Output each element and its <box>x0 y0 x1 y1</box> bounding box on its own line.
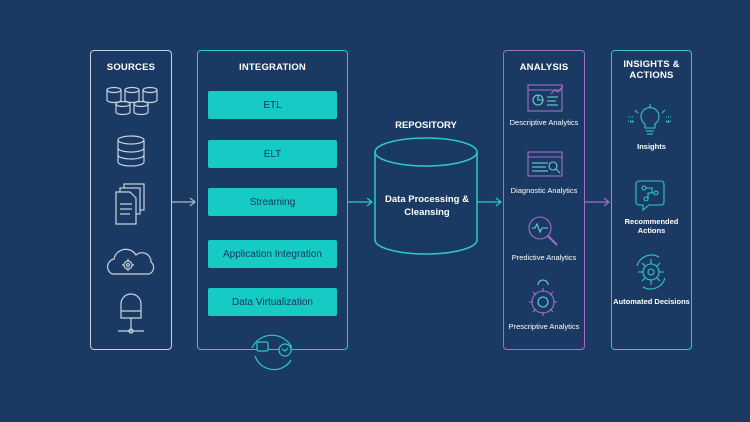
insights-panel: INSIGHTS & ACTIONS Insights Recommended … <box>611 50 692 350</box>
integration-panel: INTEGRATION ETL ELT Streaming Applicatio… <box>197 50 348 350</box>
arrow-analysis-to-insights <box>585 197 610 207</box>
arrow-integration-to-repository <box>348 197 373 207</box>
analysis-label-prescriptive: Prescriptive Analytics <box>508 322 580 331</box>
integration-item-etl[interactable]: ETL <box>208 91 337 119</box>
integration-cycle-icon <box>251 334 293 371</box>
database-cluster-icon <box>106 86 158 116</box>
integration-item-streaming[interactable]: Streaming <box>208 188 337 216</box>
analysis-label-descriptive: Descriptive Analytics <box>509 118 579 127</box>
documents-icon <box>115 183 145 225</box>
insights-label-recommended-actions: Recommended Actions <box>624 217 679 235</box>
integration-title: INTEGRATION <box>239 62 306 73</box>
cloud-gear-icon <box>106 248 155 275</box>
integration-item-elt[interactable]: ELT <box>208 140 337 168</box>
sources-title: SOURCES <box>106 62 156 73</box>
arrow-repository-to-analysis <box>477 197 502 207</box>
lightbulb-icon <box>628 104 672 135</box>
arrow-sources-to-integration <box>172 197 196 207</box>
server-icon <box>118 293 144 334</box>
repository-title: REPOSITORY <box>395 120 457 131</box>
integration-item-data-virtualization[interactable]: Data Virtualization <box>208 288 337 316</box>
insights-title: INSIGHTS & ACTIONS <box>623 59 680 81</box>
database-icon <box>117 135 145 167</box>
gear-cycle-icon <box>636 254 666 290</box>
flow-chat-icon <box>635 180 665 212</box>
repository-label: Data Processing & Cleansing <box>385 194 469 218</box>
magnifier-pulse-icon <box>528 216 558 246</box>
diagnostic-screen-icon <box>527 151 563 177</box>
analysis-label-diagnostic: Diagnostic Analytics <box>510 186 578 195</box>
analysis-title: ANALYSIS <box>519 62 569 73</box>
repository-cylinder-icon <box>374 137 478 255</box>
dashboard-chart-icon <box>527 84 564 112</box>
insights-label-insights: Insights <box>637 142 666 151</box>
integration-item-application-integration[interactable]: Application Integration <box>208 240 337 268</box>
insights-label-automated-decisions: Automated Decisions <box>613 297 690 306</box>
brain-gear-icon <box>529 279 557 316</box>
analysis-panel: ANALYSIS Descriptive Analytics Diagnosti… <box>503 50 585 350</box>
sources-panel: SOURCES <box>90 50 172 350</box>
analysis-label-predictive: Predictive Analytics <box>511 253 577 262</box>
